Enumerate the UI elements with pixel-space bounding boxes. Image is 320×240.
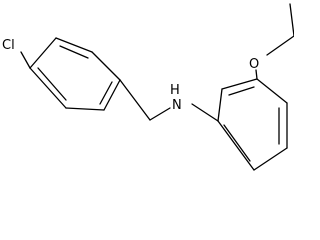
ethoxyphenyl-ring	[217, 78, 288, 171]
aryl-o-bond	[255, 69, 258, 80]
ring-b-bond	[217, 88, 223, 122]
ring-b-bond	[221, 78, 258, 90]
ring-a-bond	[29, 37, 57, 69]
ch2-n-bond	[149, 107, 171, 121]
ring-a-inner-double-bond	[37, 67, 67, 101]
ring-b-bond	[256, 78, 288, 104]
oxygen-atom-label: O	[249, 57, 259, 72]
ring-b-inner-double-bond	[223, 124, 251, 162]
ch2-ch3-bond	[289, 3, 294, 37]
ring-a-inner-double-bond	[59, 45, 89, 59]
ring-a-bond	[65, 107, 105, 111]
ring-b-inner-double-bond	[228, 86, 255, 96]
chlorine-atom-label: Cl	[2, 38, 15, 53]
chemical-structure-diagram: Cl H N O	[2, 3, 294, 171]
benzyl-ch2-bond	[119, 79, 151, 121]
c-cl-bond	[20, 51, 31, 69]
ring-b-bond	[217, 120, 255, 171]
o-ch2-bond	[266, 35, 294, 56]
amine-hydrogen-label: H	[170, 83, 180, 98]
n-aryl-bond	[191, 103, 219, 122]
ring-a-bond	[103, 79, 121, 111]
ring-a-bond	[55, 37, 93, 53]
ring-a-inner-double-bond	[99, 81, 113, 105]
ring-b-bond	[253, 147, 288, 171]
ring-a-bond	[91, 51, 121, 81]
nitrogen-atom-label: N	[172, 98, 182, 113]
ring-a-bond	[29, 67, 67, 109]
chlorophenyl-ring	[29, 37, 121, 111]
